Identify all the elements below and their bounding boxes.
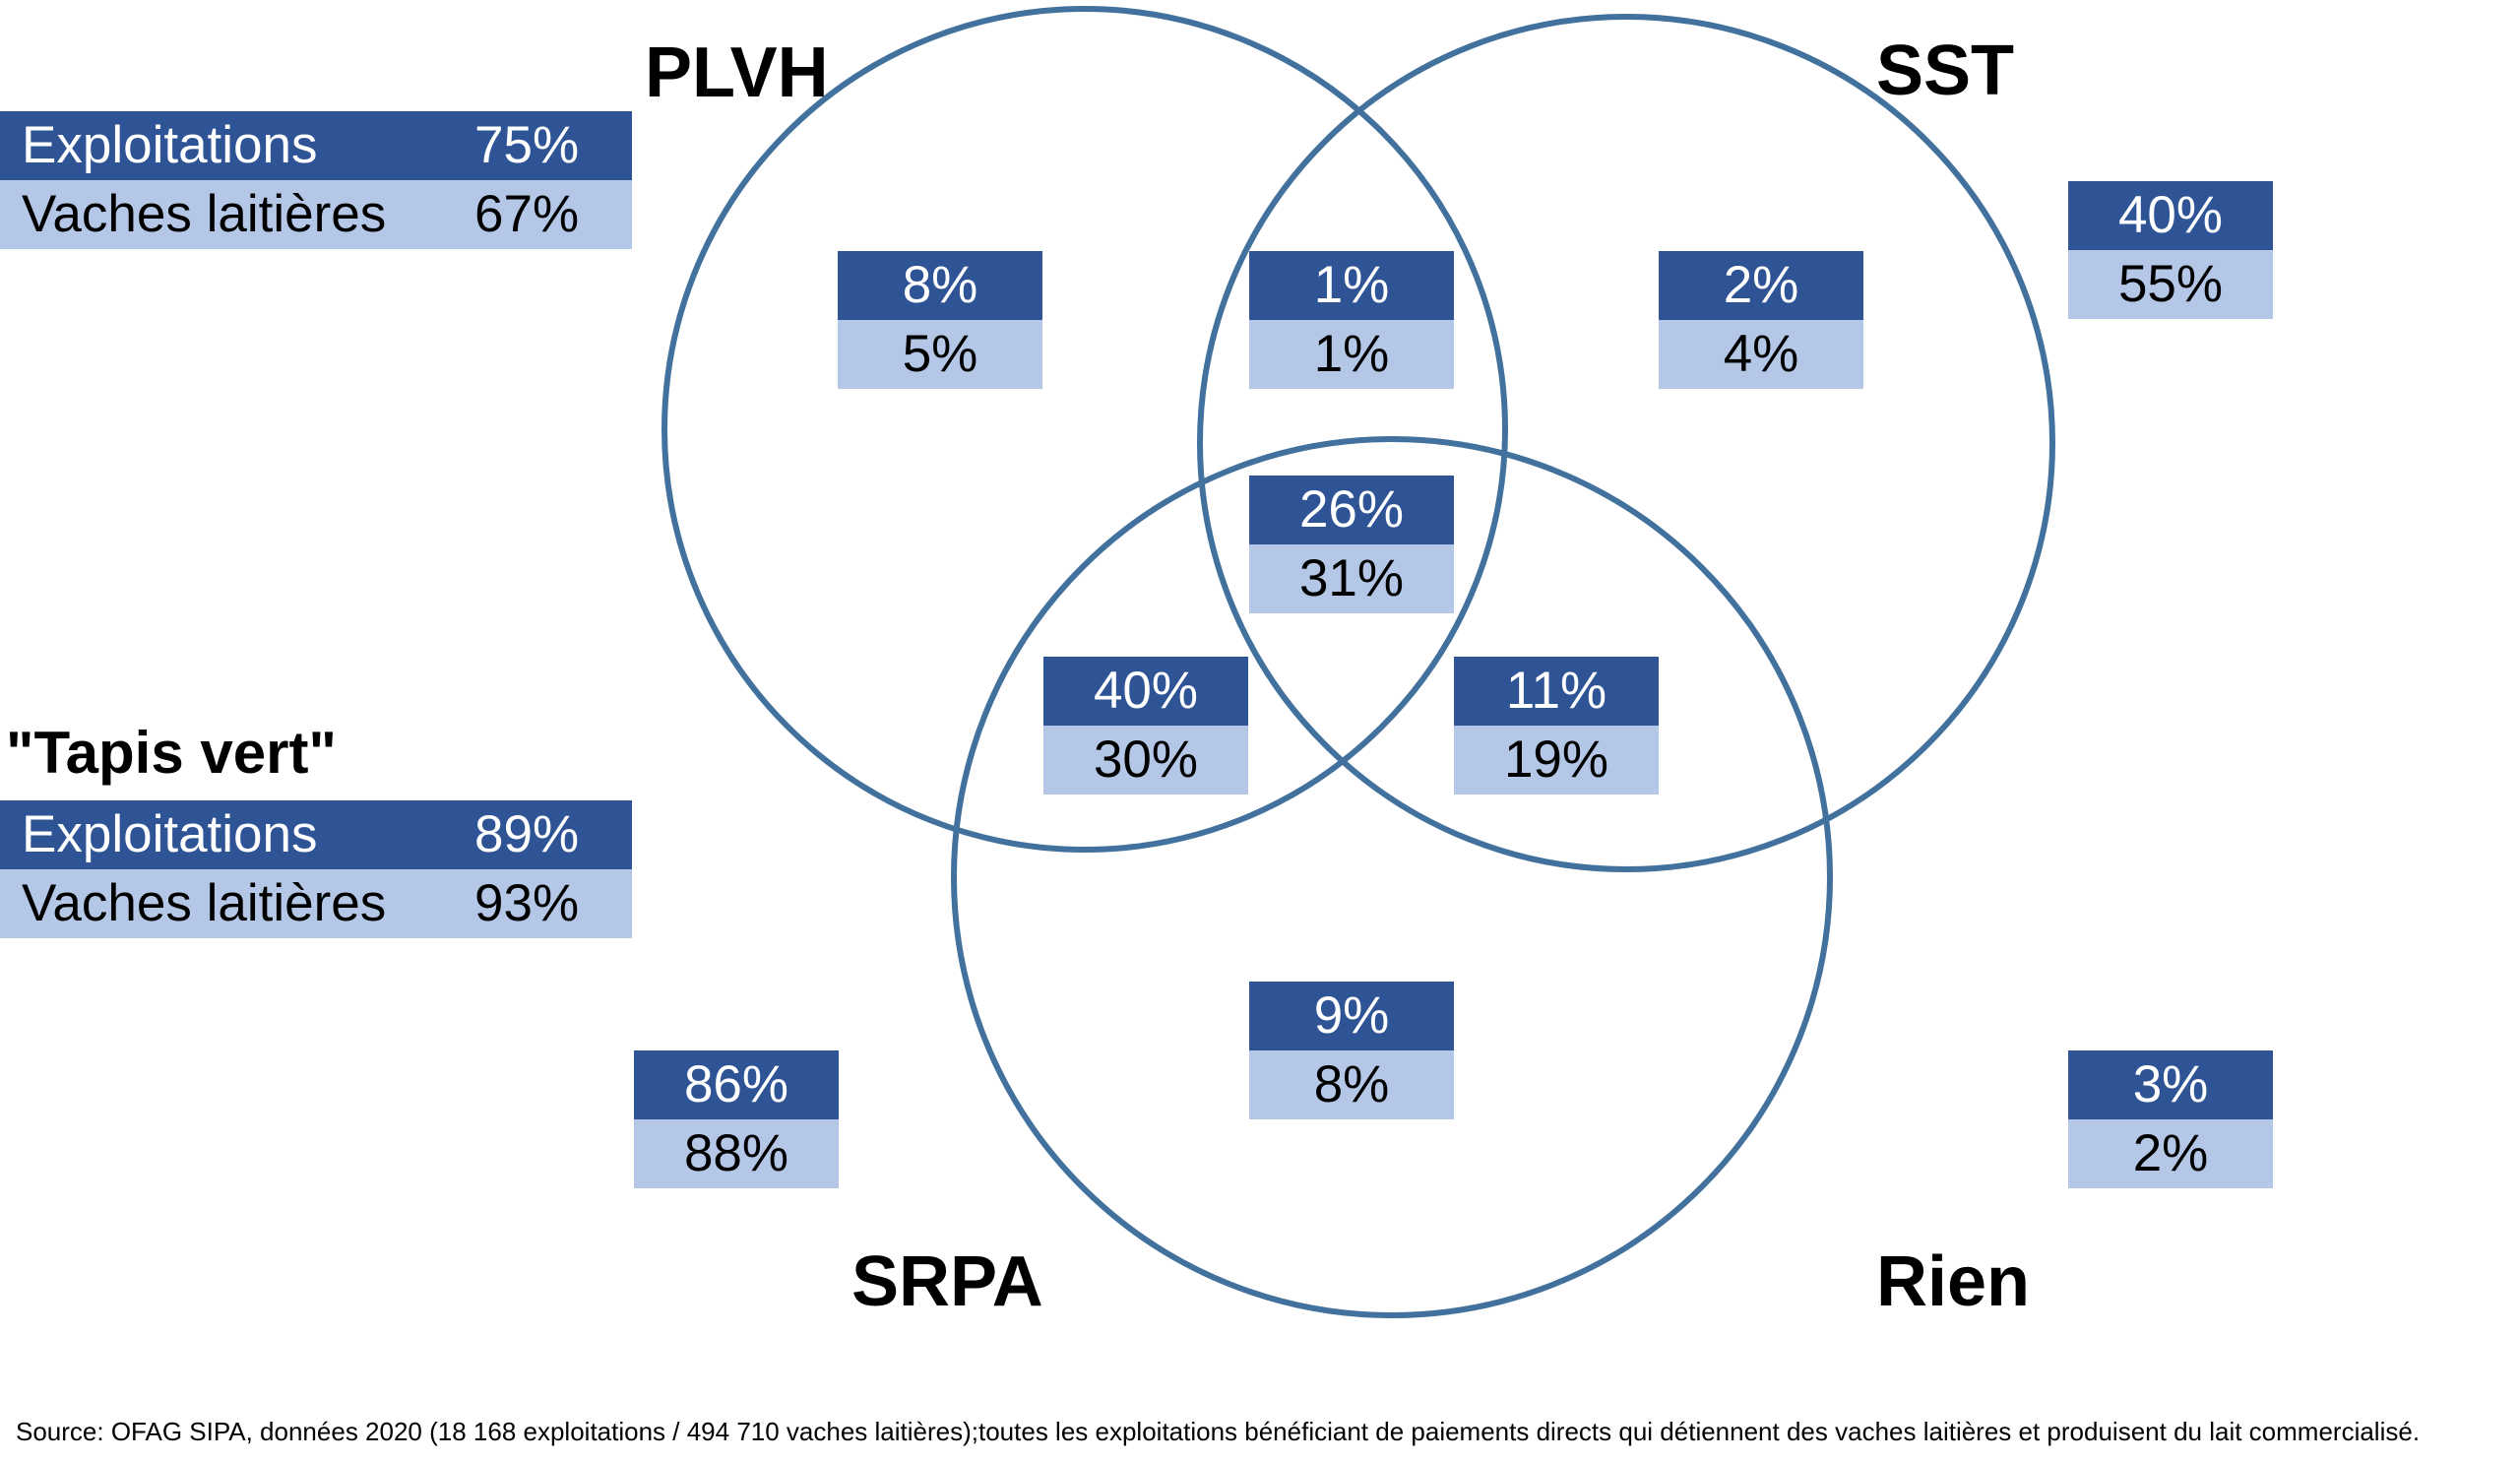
region-exploitations-value: 26% bbox=[1249, 476, 1454, 544]
region-exploitations-value: 86% bbox=[634, 1050, 839, 1119]
region-exploitations-value: 3% bbox=[2068, 1050, 2273, 1119]
region-all-three: 26% 31% bbox=[1249, 476, 1454, 613]
region-vaches-value: 2% bbox=[2068, 1119, 2273, 1188]
srpa-circle bbox=[951, 436, 1833, 1318]
region-vaches-value: 55% bbox=[2068, 250, 2273, 319]
set-label-plvh: PLVH bbox=[645, 33, 829, 112]
plvh-circle bbox=[662, 6, 1508, 853]
legend-label: Exploitations bbox=[22, 116, 318, 174]
region-outside-srpa: 86% 88% bbox=[634, 1050, 839, 1188]
legend-value: 89% bbox=[474, 805, 580, 863]
region-exploitations-value: 11% bbox=[1454, 657, 1659, 726]
region-plvh-sst: 1% 1% bbox=[1249, 251, 1454, 389]
region-srpa-only: 9% 8% bbox=[1249, 982, 1454, 1119]
region-exploitations-value: 40% bbox=[1043, 657, 1248, 726]
region-vaches-value: 31% bbox=[1249, 544, 1454, 613]
legend-value: 67% bbox=[474, 185, 580, 243]
region-exploitations-value: 9% bbox=[1249, 982, 1454, 1050]
legend-label: Vaches laitières bbox=[22, 185, 387, 243]
source-note: Source: OFAG SIPA, données 2020 (18 168 … bbox=[16, 1417, 2421, 1446]
set-label-srpa: SRPA bbox=[851, 1242, 1043, 1321]
legend-label: Vaches laitières bbox=[22, 874, 387, 932]
region-exploitations-value: 2% bbox=[1659, 251, 1863, 320]
region-outside-sst: 40% 55% bbox=[2068, 181, 2273, 319]
legend-top: Exploitations 75% Vaches laitières 67% bbox=[0, 111, 632, 249]
region-exploitations-value: 40% bbox=[2068, 181, 2273, 250]
region-vaches-value: 4% bbox=[1659, 320, 1863, 389]
region-plvh-srpa: 40% 30% bbox=[1043, 657, 1248, 795]
legend-tapis-vert: "Tapis vert" Exploitations 89% Vaches la… bbox=[0, 724, 632, 938]
legend-value: 75% bbox=[474, 116, 580, 174]
region-vaches-value: 30% bbox=[1043, 726, 1248, 795]
legend-row-exploitations: Exploitations 75% bbox=[0, 111, 632, 180]
region-vaches-value: 8% bbox=[1249, 1050, 1454, 1119]
legend-row-vaches: Vaches laitières 93% bbox=[0, 869, 632, 938]
legend-value: 93% bbox=[474, 874, 580, 932]
region-vaches-value: 1% bbox=[1249, 320, 1454, 389]
legend-row-exploitations: Exploitations 89% bbox=[0, 800, 632, 869]
region-exploitations-value: 1% bbox=[1249, 251, 1454, 320]
region-plvh-only: 8% 5% bbox=[838, 251, 1042, 389]
region-vaches-value: 19% bbox=[1454, 726, 1659, 795]
legend-label: Exploitations bbox=[22, 805, 318, 863]
region-vaches-value: 5% bbox=[838, 320, 1042, 389]
legend-row-vaches: Vaches laitières 67% bbox=[0, 180, 632, 249]
region-sst-only: 2% 4% bbox=[1659, 251, 1863, 389]
set-label-rien: Rien bbox=[1876, 1242, 2031, 1321]
sst-circle bbox=[1197, 14, 2055, 872]
set-label-sst: SST bbox=[1876, 32, 2015, 110]
region-sst-srpa: 11% 19% bbox=[1454, 657, 1659, 795]
legend-heading: "Tapis vert" bbox=[6, 720, 337, 786]
region-exploitations-value: 8% bbox=[838, 251, 1042, 320]
region-rien: 3% 2% bbox=[2068, 1050, 2273, 1188]
region-vaches-value: 88% bbox=[634, 1119, 839, 1188]
